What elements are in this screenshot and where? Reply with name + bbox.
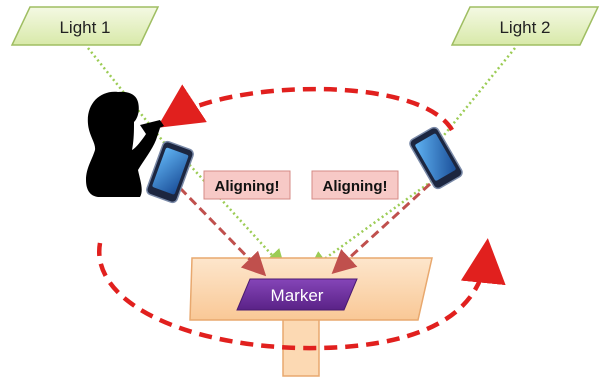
bottom-rotation-arrow — [97, 238, 506, 351]
phone-to-marker-arrows — [178, 182, 432, 277]
status-label-right-text: Aligning! — [323, 178, 388, 195]
phone-2-to-marker-arrow — [331, 182, 432, 275]
phone-1-to-marker-arrow — [178, 186, 267, 277]
light-2-ray-to-marker — [307, 176, 437, 271]
light-2-label: Light 2 — [499, 18, 550, 37]
person-silhouette-icon — [86, 91, 164, 197]
status-label-right: Aligning! — [311, 170, 399, 200]
marker-label: Marker — [271, 286, 324, 305]
light-2-box: Light 2 — [450, 6, 600, 46]
top-rotation-arrow — [156, 84, 454, 132]
light-1-box: Light 1 — [10, 6, 160, 46]
marker: Marker — [236, 278, 358, 311]
light-1-label: Light 1 — [59, 18, 110, 37]
light-1-ray-to-marker — [175, 149, 286, 270]
table — [189, 257, 433, 377]
smartphone-icon — [146, 140, 194, 204]
status-label-left-text: Aligning! — [215, 178, 280, 195]
status-label-left: Aligning! — [203, 170, 291, 200]
smartphone-icon — [409, 126, 463, 190]
